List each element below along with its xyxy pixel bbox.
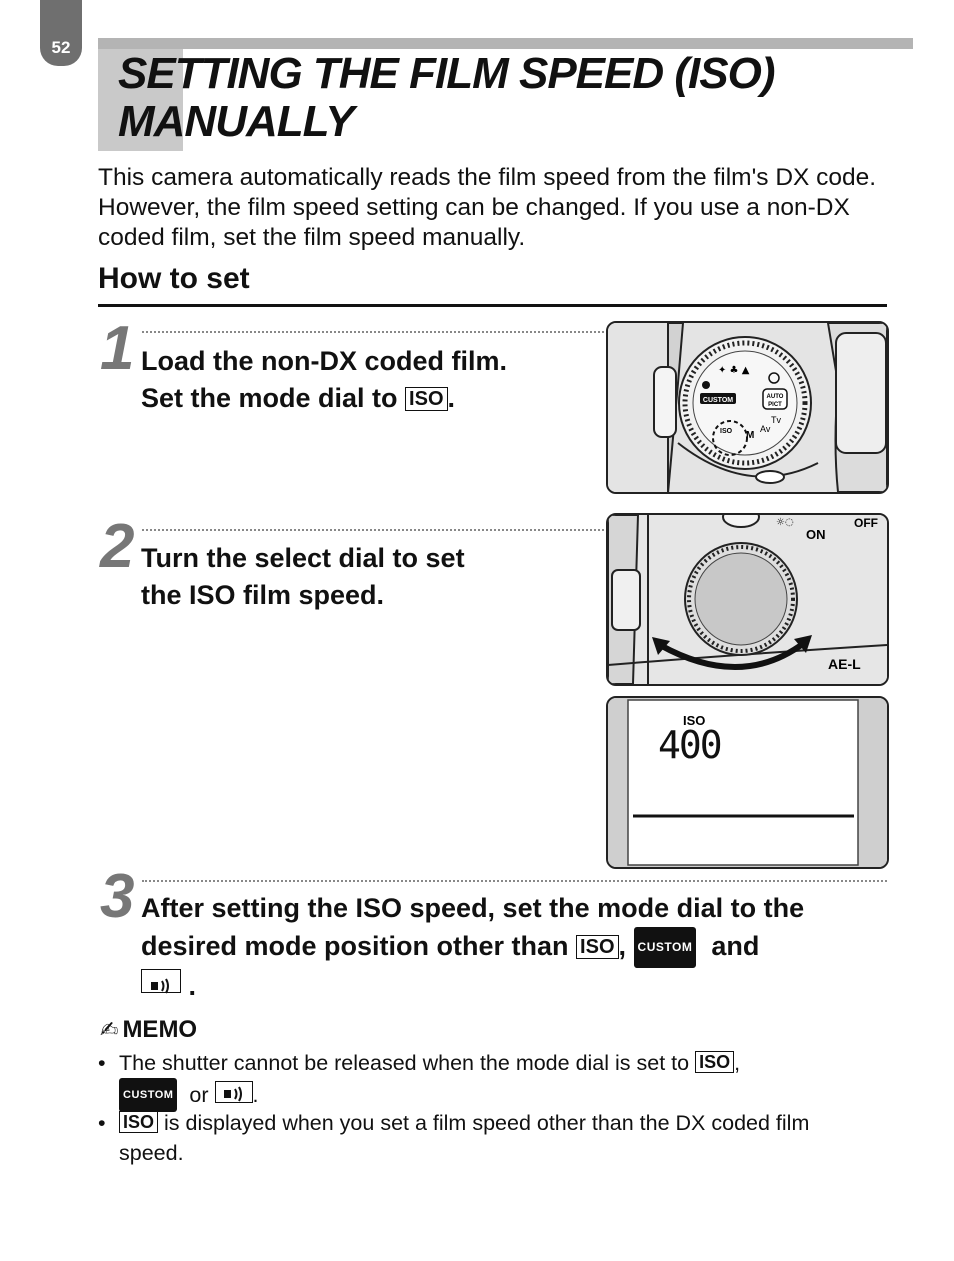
step-3-period: . bbox=[188, 971, 197, 1001]
page-number: 52 bbox=[51, 38, 71, 57]
step-1-text: Load the non-DX coded film. Set the mode… bbox=[141, 343, 601, 417]
step-3-text: After setting the ISO speed, set the mod… bbox=[141, 890, 901, 1005]
step-2-number: 2 bbox=[100, 512, 135, 581]
lcd-panel-illustration: ISO 400 bbox=[608, 698, 887, 867]
lcd-panel-figure: ISO 400 bbox=[606, 696, 889, 869]
switch-off-label: OFF bbox=[854, 516, 878, 530]
lcd-iso-value: 400 bbox=[658, 723, 721, 767]
mode-dial-illustration: CUSTOM AUTO PICT Tv Av M ISO ✦ ♣ ▲ bbox=[608, 323, 887, 492]
step-3-comma: , bbox=[618, 931, 627, 961]
memo-title: MEMO bbox=[122, 1016, 198, 1043]
step-3-and: and bbox=[711, 931, 760, 961]
dial-iso-label: ISO bbox=[720, 428, 733, 435]
memo-item-2-text: is displayed when you set a film speed o… bbox=[119, 1111, 810, 1165]
memo-item-1-text: The shutter cannot be released when the … bbox=[119, 1051, 690, 1075]
step-1-line1: Load the non-DX coded film. bbox=[141, 346, 507, 376]
dial-auto-label: AUTO bbox=[767, 394, 784, 400]
title-bar bbox=[98, 38, 913, 49]
iso-icon: ISO bbox=[119, 1111, 159, 1133]
step-3-line2-text: desired mode position other than bbox=[141, 931, 569, 961]
page-title-line2: MANUALLY bbox=[118, 97, 355, 146]
pencil-icon: ✍ bbox=[100, 1018, 119, 1043]
memo-item-1-comma: , bbox=[734, 1051, 741, 1075]
custom-icon: CUSTOM bbox=[119, 1078, 178, 1112]
step-1-number: 1 bbox=[100, 314, 135, 383]
drive-mode-icon bbox=[141, 969, 181, 994]
section-rule bbox=[98, 304, 887, 307]
iso-icon: ISO bbox=[695, 1051, 735, 1073]
dial-m-label: M bbox=[746, 430, 754, 441]
svg-text:☼◌: ☼◌ bbox=[776, 517, 794, 528]
step-3-line3: . bbox=[141, 968, 901, 1005]
step-2-divider bbox=[142, 529, 604, 531]
switch-on-label: ON bbox=[806, 527, 826, 542]
page-title: SETTING THE FILM SPEED (ISO) MANUALLY bbox=[118, 50, 878, 146]
memo-item-2: • ISO is displayed when you set a film s… bbox=[98, 1111, 810, 1165]
select-dial-illustration: ☼◌ ON OFF AE-L bbox=[608, 515, 887, 684]
memo-heading: ✍MEMO bbox=[100, 1016, 197, 1044]
step-1-line2: Set the mode dial to ISO. bbox=[141, 380, 601, 417]
step-3-line1: After setting the ISO speed, set the mod… bbox=[141, 893, 805, 923]
step-3-number: 3 bbox=[100, 862, 135, 931]
page-title-line1: SETTING THE FILM SPEED (ISO) bbox=[118, 49, 775, 98]
iso-icon: ISO bbox=[576, 935, 619, 959]
section-heading: How to set bbox=[98, 262, 250, 295]
memo-item-1-or: or bbox=[189, 1083, 209, 1107]
step-2-text: Turn the select dial to set the ISO film… bbox=[141, 540, 601, 614]
title-accent-block bbox=[98, 49, 183, 151]
step-2-line1: Turn the select dial to set bbox=[141, 543, 465, 573]
memo-item-1-period: . bbox=[252, 1083, 259, 1107]
iso-icon: ISO bbox=[405, 387, 448, 411]
svg-text:✦ ♣ ▲: ✦ ♣ ▲ bbox=[718, 365, 750, 376]
mode-dial-figure: CUSTOM AUTO PICT Tv Av M ISO ✦ ♣ ▲ bbox=[606, 321, 889, 494]
dial-tv-label: Tv bbox=[771, 415, 781, 425]
page-number-tab: 52 bbox=[40, 0, 82, 66]
lcd-iso-indicator: ISO bbox=[683, 713, 705, 728]
memo-item-1: • The shutter cannot be released when th… bbox=[98, 1048, 878, 1112]
ael-label: AE-L bbox=[828, 656, 861, 672]
step-1-line2-text: Set the mode dial to bbox=[141, 383, 398, 413]
step-3-line2: desired mode position other than ISO, CU… bbox=[141, 927, 901, 968]
dial-av-label: Av bbox=[760, 424, 771, 434]
drive-mode-icon bbox=[214, 1081, 253, 1103]
step-1-divider bbox=[142, 331, 604, 333]
select-dial-figure: ☼◌ ON OFF AE-L bbox=[606, 513, 889, 686]
step-3-divider bbox=[142, 880, 887, 882]
dial-pict-label: PICT bbox=[768, 402, 782, 408]
step-1-period: . bbox=[447, 383, 456, 413]
intro-paragraph: This camera automatically reads the film… bbox=[98, 164, 877, 251]
custom-icon: CUSTOM bbox=[633, 927, 697, 968]
dial-custom-label: CUSTOM bbox=[703, 397, 733, 404]
step-2-line2: the ISO film speed. bbox=[141, 580, 385, 610]
